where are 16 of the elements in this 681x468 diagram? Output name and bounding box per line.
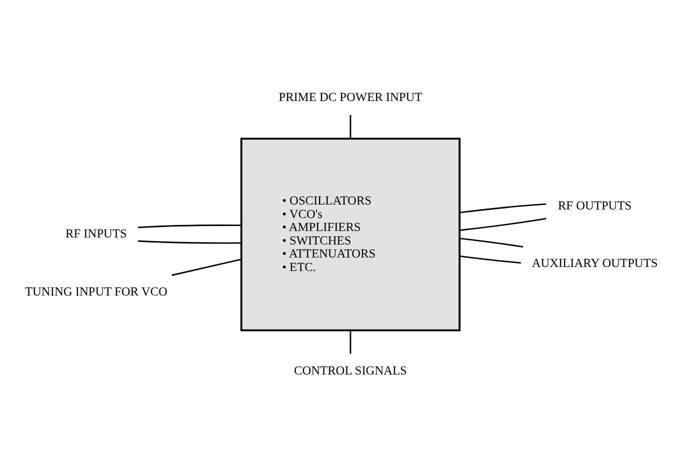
connector bbox=[138, 240, 242, 244]
node-text: RF INPUTS bbox=[66, 226, 127, 240]
node-text: CONTROL SIGNALS bbox=[294, 362, 407, 377]
node-text: RF OUTPUTS bbox=[558, 198, 632, 212]
connector bbox=[350, 114, 352, 138]
connector bbox=[172, 258, 242, 276]
connector bbox=[460, 237, 524, 248]
connector bbox=[350, 330, 352, 354]
node-text: TUNING INPUT FOR VCO bbox=[25, 284, 168, 298]
node-text: AUXILIARY OUTPUTS bbox=[532, 256, 658, 270]
connector bbox=[460, 254, 521, 264]
connector bbox=[460, 202, 546, 213]
node-text: PRIME DC POWER INPUT bbox=[278, 90, 422, 104]
connector bbox=[460, 217, 546, 230]
connector bbox=[138, 224, 242, 228]
node-box: • OSCILLATORS • VCO's • AMPLIFIERS • SWITCHES • ATTENUATORS • ETC. bbox=[240, 137, 461, 331]
